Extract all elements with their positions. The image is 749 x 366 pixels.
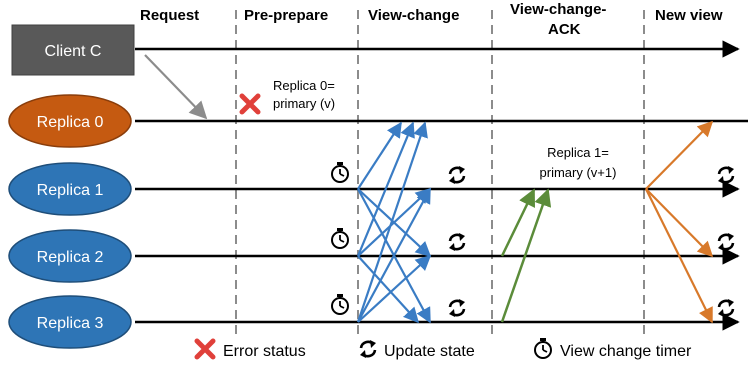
stopwatch-icon: [331, 293, 349, 315]
replica1-label: Replica 1: [37, 182, 104, 199]
phase-view-change-ack-line2: ACK: [548, 21, 581, 38]
error-x-icon: [242, 96, 258, 112]
vc-arrow: [357, 187, 431, 323]
phase-pre-prepare: Pre-prepare: [244, 7, 328, 24]
refresh-icon: [716, 164, 736, 186]
vc-arrow: [357, 121, 402, 190]
vc-arrow: [357, 254, 432, 323]
new-view-arrow: [645, 188, 713, 324]
phase-new-view: New view: [655, 7, 723, 24]
phase-view-change: View-change: [368, 7, 459, 24]
stopwatch-icon: [331, 161, 349, 183]
replica3-node: [8, 295, 132, 349]
refresh-icon: [447, 231, 467, 253]
legend: Error status Update state View change ti…: [197, 337, 692, 360]
phase-view-change-ack-line1: View-change-: [510, 1, 606, 18]
new-view-arrow: [645, 120, 714, 190]
vc-arrow: [356, 121, 415, 257]
refresh-icon: [716, 297, 736, 319]
replica2-label: Replica 2: [37, 249, 104, 266]
refresh-icon: [447, 164, 467, 186]
refresh-icon: [716, 231, 736, 253]
legend-timer-label: View change timer: [560, 343, 692, 360]
replica0-label: Replica 0: [37, 114, 104, 131]
phase-request: Request: [140, 7, 199, 24]
client-label: Client C: [45, 43, 102, 60]
client-box: [11, 24, 135, 76]
refresh-icon: [447, 297, 467, 319]
primary-v-note-line2: primary (v): [273, 96, 335, 111]
ack-messages: [500, 188, 552, 323]
new-view-arrow: [645, 188, 714, 258]
stopwatch-icon: [331, 227, 349, 249]
phase-dividers: [235, 10, 645, 338]
replica1-node: [8, 162, 132, 216]
legend-update-label: Update state: [384, 343, 475, 360]
refresh-icon: [358, 338, 378, 360]
vc-arrow: [357, 255, 420, 324]
timelines: [135, 40, 748, 331]
ack-arrow: [500, 188, 536, 257]
primary-v1-note-line1: Replica 1=: [547, 145, 609, 160]
primary-v-note-line1: Replica 0=: [273, 78, 335, 93]
stopwatch-icon: [534, 337, 552, 359]
replica2-node: [8, 229, 132, 283]
view-change-messages: [356, 121, 432, 324]
new-view-messages: [645, 120, 714, 324]
replica0-node: [8, 94, 132, 148]
primary-v1-note-line2: primary (v+1): [540, 165, 617, 180]
replica3-label: Replica 3: [37, 315, 104, 332]
error-x-icon: [197, 341, 213, 357]
vc-arrow: [356, 121, 428, 323]
ack-arrow: [500, 188, 552, 323]
request-arrow: [144, 54, 208, 120]
legend-error-label: Error status: [223, 343, 306, 360]
